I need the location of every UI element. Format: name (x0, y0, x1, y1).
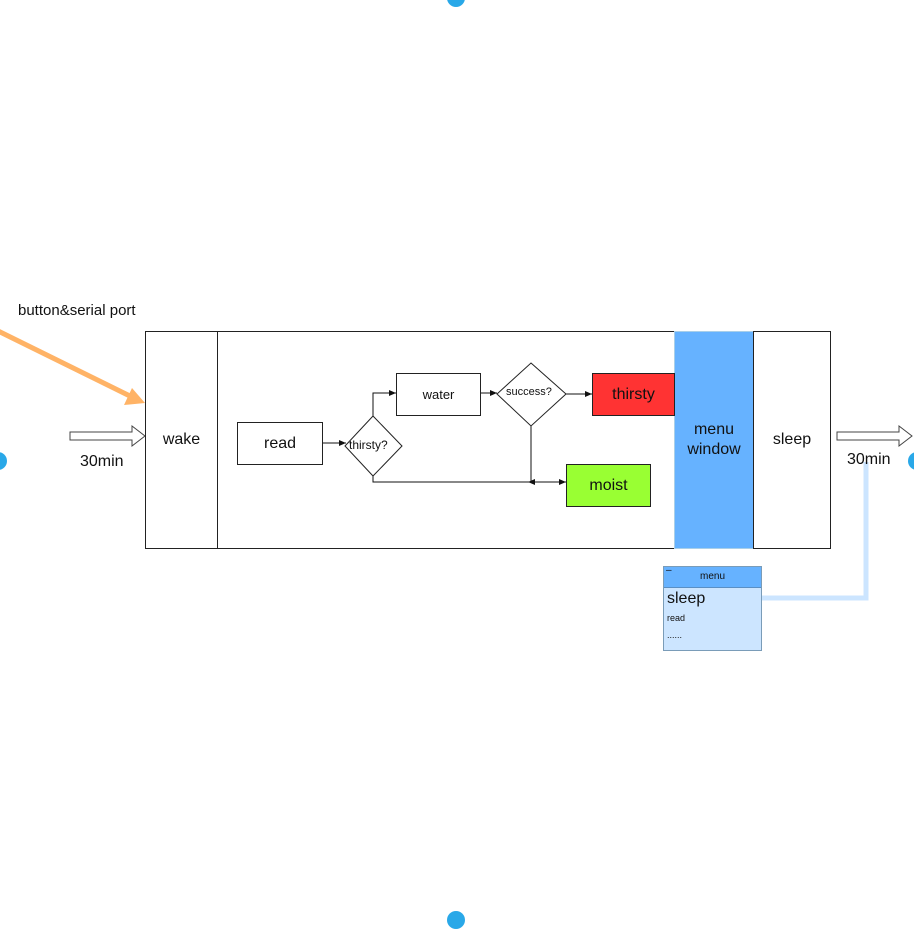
success-decision-label: success? (506, 386, 552, 398)
thirsty-decision-label: thirsty? (349, 438, 388, 452)
interval-out-label: 30min (847, 451, 891, 468)
thirsty-state-node[interactable]: thirsty (592, 373, 675, 416)
edge-thirsty-moist (372, 476, 530, 483)
sleep-phase[interactable]: sleep (753, 331, 831, 549)
selection-handle-right[interactable] (908, 452, 914, 470)
menu-popup[interactable]: – menu sleep read ...... (663, 565, 762, 651)
interval-in-arrow (69, 424, 146, 448)
trigger-label: button&serial port (18, 302, 136, 319)
read-node[interactable]: read (237, 422, 323, 465)
menu-window-label: menu window (687, 421, 741, 458)
trigger-arrow (0, 329, 145, 405)
moist-state-node[interactable]: moist (566, 464, 651, 507)
menu-popup-titlebar[interactable]: – menu (664, 565, 761, 588)
selection-handle-top[interactable] (447, 0, 465, 7)
minimize-icon[interactable]: – (666, 565, 672, 576)
menu-link-line (762, 462, 869, 601)
wake-phase[interactable]: wake (145, 331, 218, 549)
interval-in-label: 30min (80, 453, 124, 470)
water-node[interactable]: water (396, 373, 481, 416)
moist-state-label: moist (589, 476, 628, 494)
interval-out-arrow (836, 424, 913, 448)
thirsty-state-label: thirsty (612, 385, 655, 403)
menu-window-phase[interactable]: menu window (674, 331, 754, 549)
selection-handle-left[interactable] (0, 452, 7, 470)
menu-item-more[interactable]: ...... (667, 630, 683, 640)
success-decision-shape (496, 362, 567, 427)
sleep-label: sleep (772, 431, 812, 448)
thirsty-decision-shape (344, 415, 403, 477)
menu-item-read[interactable]: read (667, 613, 686, 623)
wake-label: wake (162, 431, 201, 448)
read-label: read (263, 434, 297, 452)
menu-popup-title: menu (699, 571, 725, 582)
water-label: water (422, 387, 455, 402)
menu-item-sleep[interactable]: sleep (667, 590, 706, 607)
edge-thirsty-water (372, 390, 396, 416)
